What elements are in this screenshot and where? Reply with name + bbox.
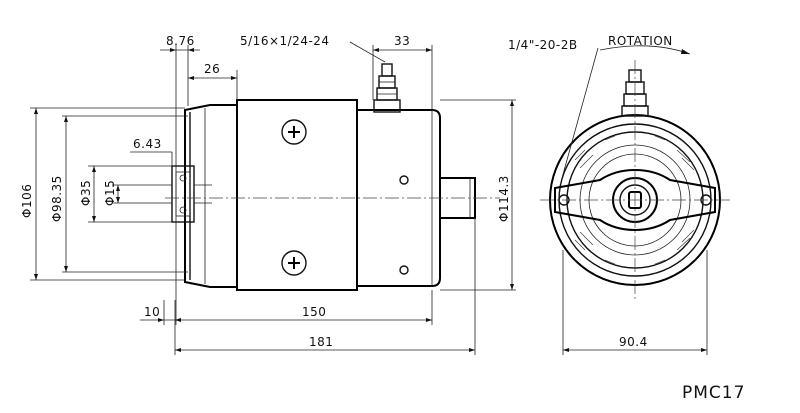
screw-icon — [281, 119, 307, 145]
side-view — [30, 41, 516, 355]
dim-dia-114-3: Φ114.3 — [497, 175, 511, 222]
terminal-stud — [373, 63, 401, 113]
dim-10: 10 — [144, 305, 160, 319]
dim-8-76: 8.76 — [166, 34, 195, 48]
dim-thread-terminal: 5/16×1/24-24 — [240, 34, 330, 48]
rotation-label: ROTATION — [608, 34, 673, 48]
dim-181: 181 — [309, 335, 333, 349]
dim-dia-35: Φ35 — [79, 180, 93, 206]
screw-icon — [281, 250, 307, 276]
model-label: PMC17 — [682, 383, 745, 403]
end-view — [540, 45, 730, 355]
dim-150: 150 — [302, 305, 326, 319]
dim-90-4: 90.4 — [619, 335, 648, 349]
dim-thread-shaft: 1/4"-20-2B — [508, 38, 578, 52]
dim-26: 26 — [204, 62, 220, 76]
dim-dia-15: Φ15 — [103, 180, 117, 206]
dim-dia-98-35: Φ98.35 — [50, 175, 64, 222]
dim-33: 33 — [394, 34, 410, 48]
dim-6-43: 6.43 — [133, 137, 162, 151]
dim-dia-106: Φ106 — [20, 184, 34, 218]
